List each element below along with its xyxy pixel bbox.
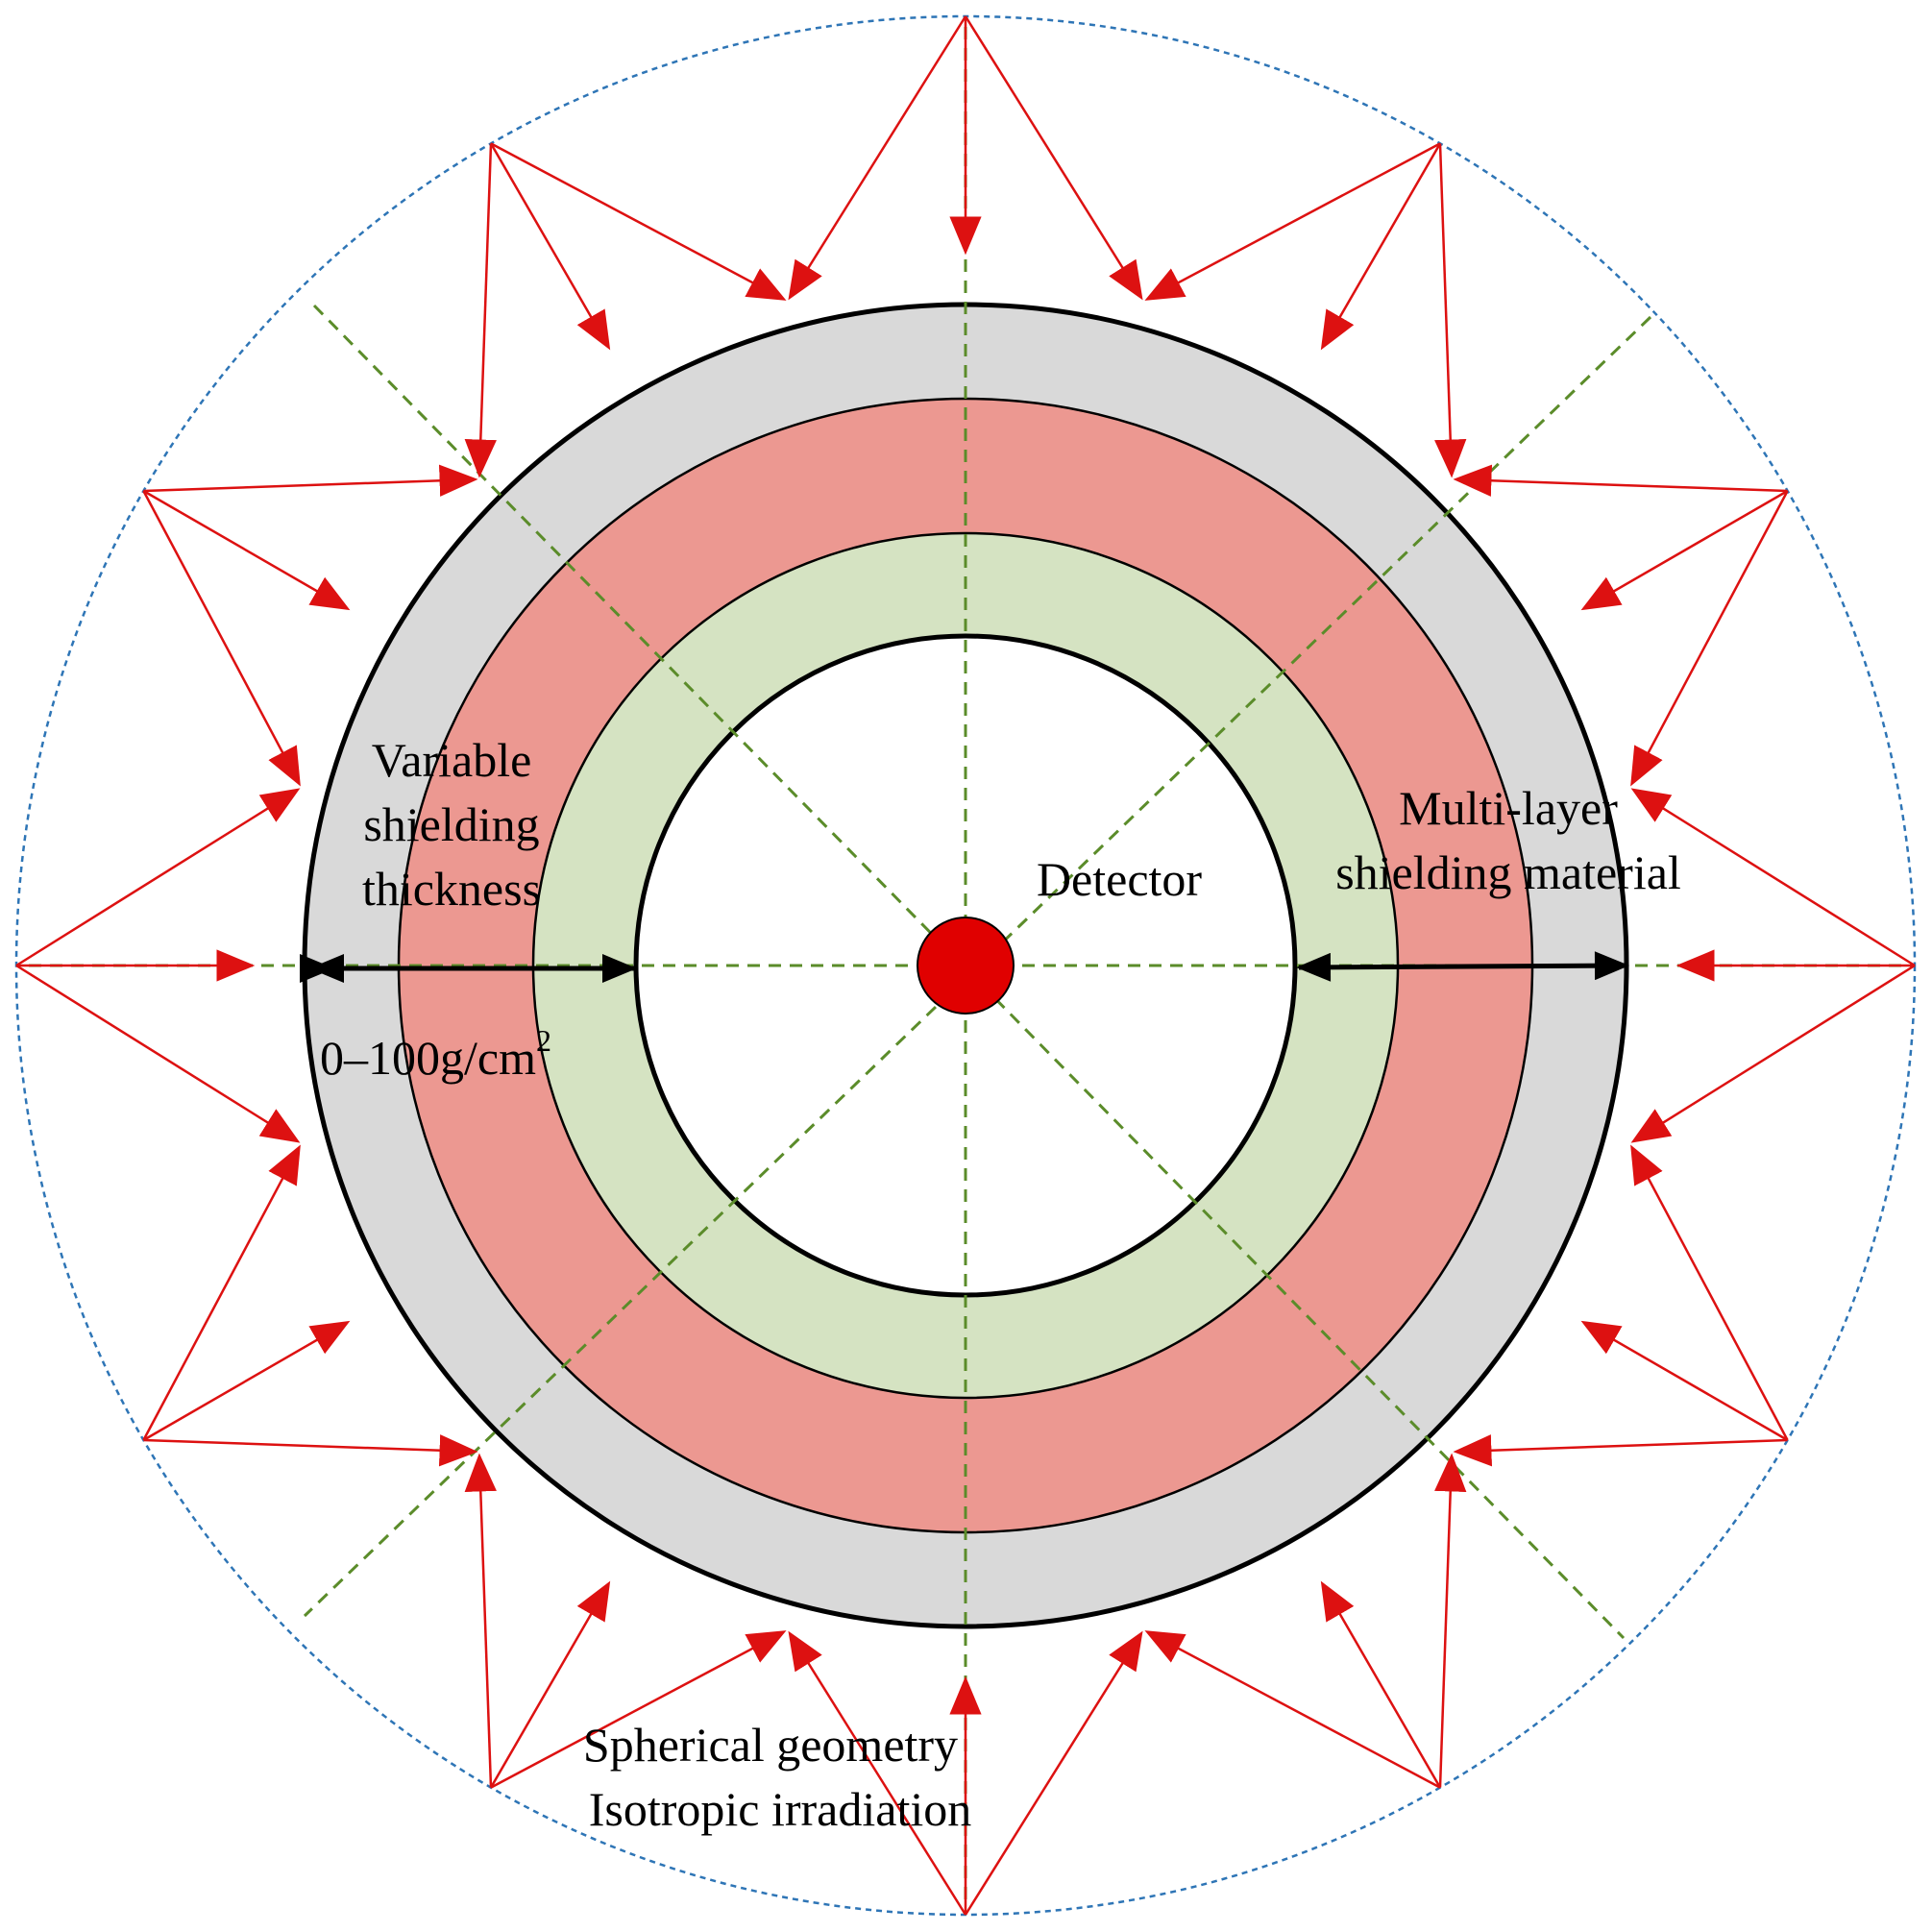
geometry-line-2: Isotropic irradiation: [589, 1782, 972, 1836]
variable-shielding-line-2: shielding: [363, 797, 539, 851]
ray-arrow-7-1: [142, 1320, 351, 1442]
ray-arrow-1-2: [1453, 464, 1788, 497]
ray-arrow-6-2: [15, 964, 301, 1143]
ray-arrow-9-2: [964, 1630, 1143, 1916]
ray-arrow-9-0: [788, 1630, 967, 1916]
ray-arrow-7-0: [142, 1144, 301, 1441]
ray-arrow-0-0: [1630, 964, 1916, 1143]
ray-arrow-4-2: [464, 143, 497, 478]
ray-arrow-8-0: [464, 1453, 497, 1788]
ray-arrow-8-1: [489, 1580, 611, 1789]
ray-arrow-4-0: [490, 142, 787, 301]
variable-shielding-label: Variable shielding thickness: [362, 733, 541, 916]
ray-arrow-5-2: [142, 490, 301, 787]
ray-arrow-1-0: [1630, 490, 1789, 787]
ray-arrow-5-1: [142, 489, 351, 611]
ray-arrow-0-2: [1630, 788, 1916, 967]
detector-dot: [917, 917, 1015, 1015]
multilayer-line-1: Multi-layer: [1399, 781, 1618, 835]
ray-arrow-1-1: [1580, 489, 1789, 611]
multilayer-line-2: shielding material: [1335, 845, 1681, 899]
multilayer-thickness-arrow-back: [1296, 952, 1627, 982]
ray-arrow-11-1: [1580, 1320, 1789, 1442]
ray-arrow-10-2: [1434, 1453, 1467, 1788]
variable-shielding-line-1: Variable: [372, 733, 532, 787]
ray-arrow-8-2: [490, 1630, 787, 1789]
ray-arrow-11-0: [1453, 1434, 1788, 1467]
ray-arrow-7-2: [143, 1434, 478, 1467]
ray-arrow-10-1: [1320, 1580, 1442, 1789]
ray-arrow-10-0: [1144, 1630, 1441, 1789]
ray-arrow-3-2: [788, 15, 967, 301]
ray-arrow-4-1: [489, 142, 611, 351]
ray-arrow-2-1: [1320, 142, 1442, 351]
geometry-line-1: Spherical geometry: [583, 1718, 958, 1772]
isotropic-source-rays: [15, 15, 1916, 1916]
variable-shielding-line-3: thickness: [362, 862, 541, 916]
thickness-range-label: 0–100g/cm2: [320, 1023, 551, 1085]
ray-arrow-11-2: [1630, 1144, 1789, 1441]
geometry-label: Spherical geometry Isotropic irradiation: [583, 1718, 971, 1836]
ray-arrow-3-0: [964, 15, 1143, 301]
ray-arrow-2-0: [1434, 143, 1467, 478]
multilayer-label: Multi-layer shielding material: [1335, 781, 1681, 899]
ray-arrow-5-0: [143, 464, 478, 497]
detector-label: Detector: [1037, 852, 1202, 906]
ray-arrow-2-2: [1144, 142, 1441, 301]
ray-arrow-6-0: [15, 788, 301, 967]
